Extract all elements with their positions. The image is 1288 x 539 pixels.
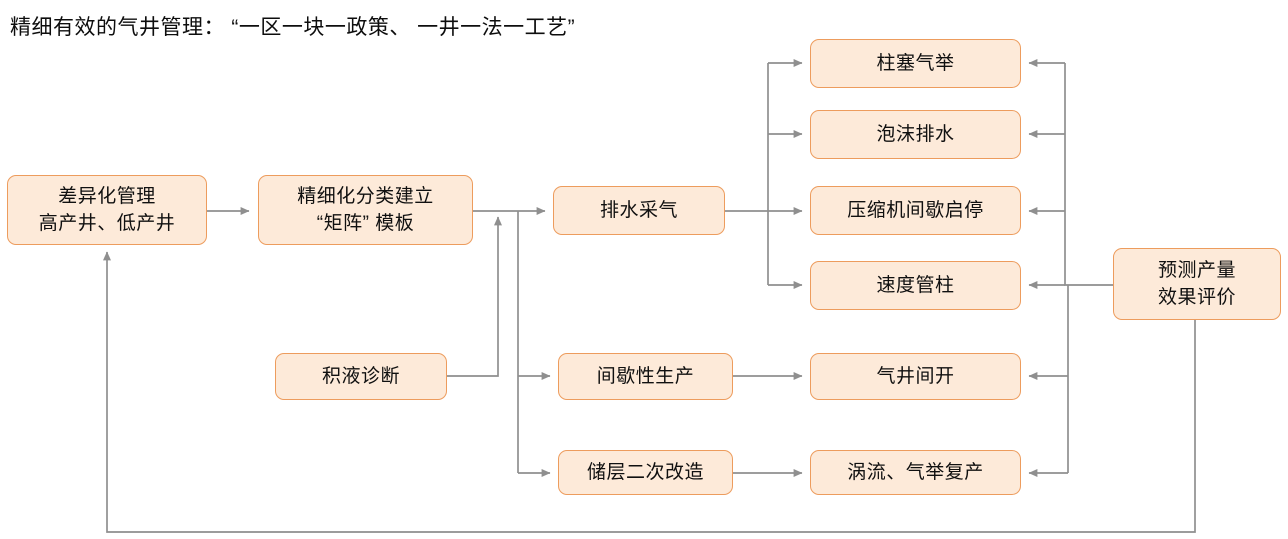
node-compressor-intermittent[interactable]: 压缩机间歇启停 — [810, 186, 1021, 235]
node-foam-drainage[interactable]: 泡沫排水 — [810, 110, 1021, 159]
node-vortex-gas-lift-restore[interactable]: 涡流、气举复产 — [810, 450, 1021, 495]
node-reservoir-restimulation[interactable]: 储层二次改造 — [558, 450, 733, 495]
node-forecast-evaluation[interactable]: 预测产量 效果评价 — [1113, 248, 1281, 320]
node-liquid-loading-diagnosis[interactable]: 积液诊断 — [275, 353, 447, 400]
node-gas-well-intermittent-open[interactable]: 气井间开 — [810, 353, 1021, 400]
node-classification-matrix[interactable]: 精细化分类建立 “矩阵” 模板 — [258, 175, 473, 245]
node-differentiated-management[interactable]: 差异化管理 高产井、低产井 — [7, 175, 207, 245]
node-drainage-gas-recovery[interactable]: 排水采气 — [553, 186, 725, 235]
node-intermittent-production[interactable]: 间歇性生产 — [558, 353, 733, 400]
edge-forecast-upper-bus — [1064, 63, 1113, 286]
node-velocity-string[interactable]: 速度管柱 — [810, 261, 1021, 310]
node-plunger-lift[interactable]: 柱塞气举 — [810, 39, 1021, 88]
page-title: 精细有效的气井管理： “一区一块一政策、 一井一法一工艺” — [10, 16, 576, 39]
